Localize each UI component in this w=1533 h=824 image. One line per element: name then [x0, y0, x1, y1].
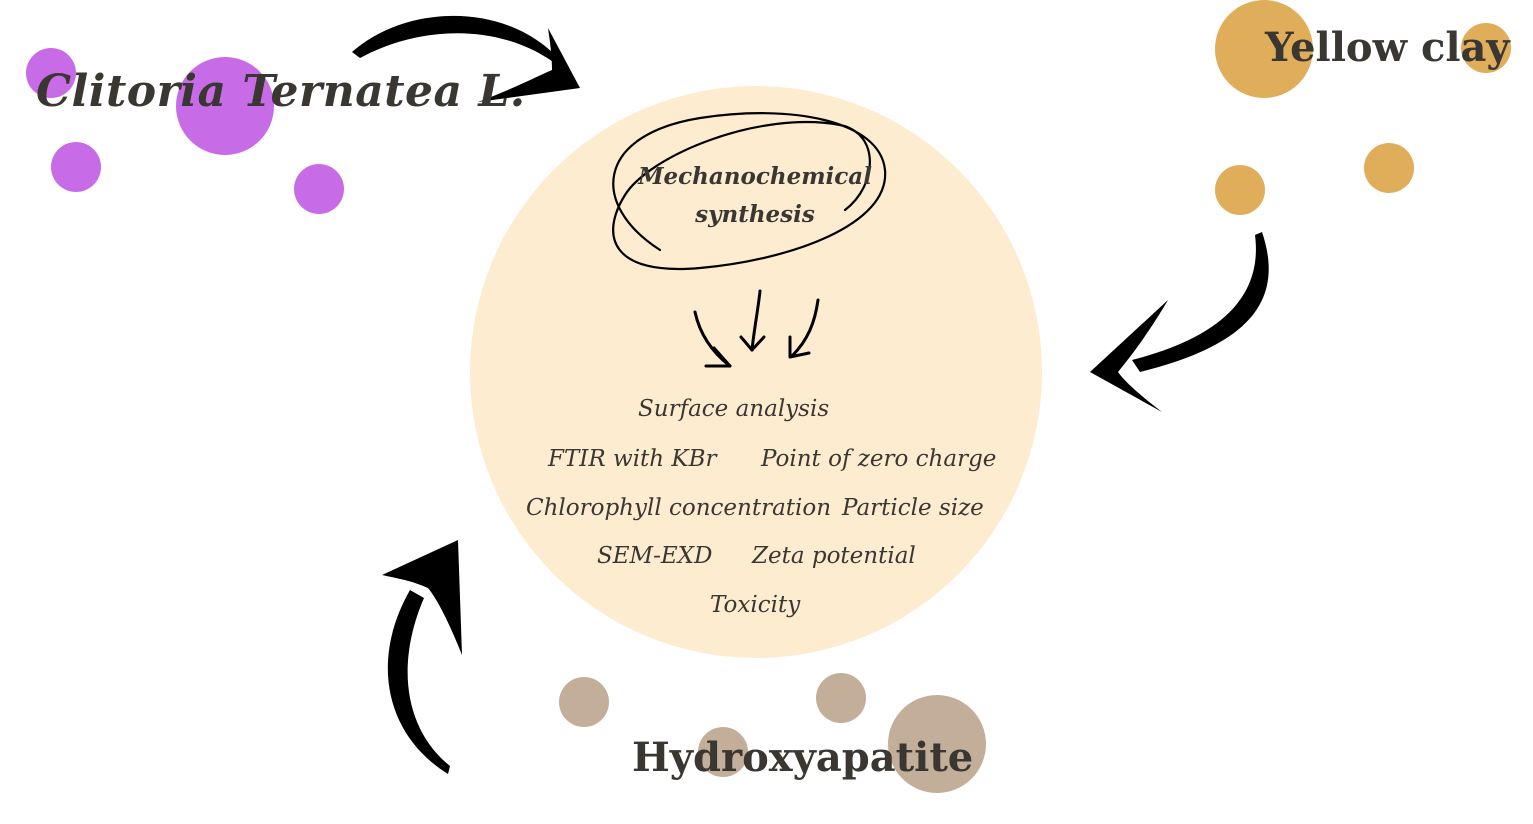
- yellow-clay-dot-left: [1215, 165, 1265, 215]
- clitoria-dot-large: [176, 57, 274, 155]
- clitoria-dot-bottom-left: [51, 142, 101, 192]
- analysis-chlorophyll: Chlorophyll concentration: [526, 495, 832, 521]
- analysis-sem: SEM-EXD: [597, 543, 713, 569]
- scribble-circle-icon: [612, 112, 887, 271]
- process-title: Mechanochemical synthesis: [610, 158, 900, 234]
- clitoria-dot-top-left: [26, 48, 76, 98]
- yellow-clay-label: Yellow clay: [1265, 24, 1510, 71]
- analysis-surface: Surface analysis: [638, 396, 830, 422]
- process-line-2: synthesis: [695, 201, 815, 228]
- clitoria-dot-bottom-right: [294, 164, 344, 214]
- yellow-clay-dot-right: [1364, 143, 1414, 193]
- down-arrow-icon: [693, 289, 820, 368]
- curved-arrow-icon: [1090, 232, 1269, 412]
- analysis-toxicity: Toxicity: [710, 592, 801, 618]
- analysis-ftir: FTIR with KBr: [548, 446, 717, 472]
- curved-arrow-icon: [382, 540, 462, 774]
- center-circle: [470, 86, 1042, 658]
- hydroxyapatite-dot-upper: [816, 673, 866, 723]
- yellow-clay-dot-large: [1215, 0, 1313, 98]
- hydroxyapatite-dot-large: [888, 695, 986, 793]
- analysis-pzc: Point of zero charge: [761, 446, 997, 472]
- clitoria-label: Clitoria Ternatea L.: [36, 66, 526, 117]
- hydroxyapatite-dot-left: [559, 677, 609, 727]
- curved-arrow-icon: [352, 15, 580, 102]
- analysis-particle-size: Particle size: [842, 495, 984, 521]
- hydroxyapatite-dot-middle: [698, 727, 748, 777]
- analysis-zeta: Zeta potential: [752, 543, 916, 569]
- yellow-clay-dot-top-right: [1461, 23, 1511, 73]
- hydroxyapatite-label: Hydroxyapatite: [632, 734, 974, 781]
- process-line-1: Mechanochemical: [638, 163, 872, 190]
